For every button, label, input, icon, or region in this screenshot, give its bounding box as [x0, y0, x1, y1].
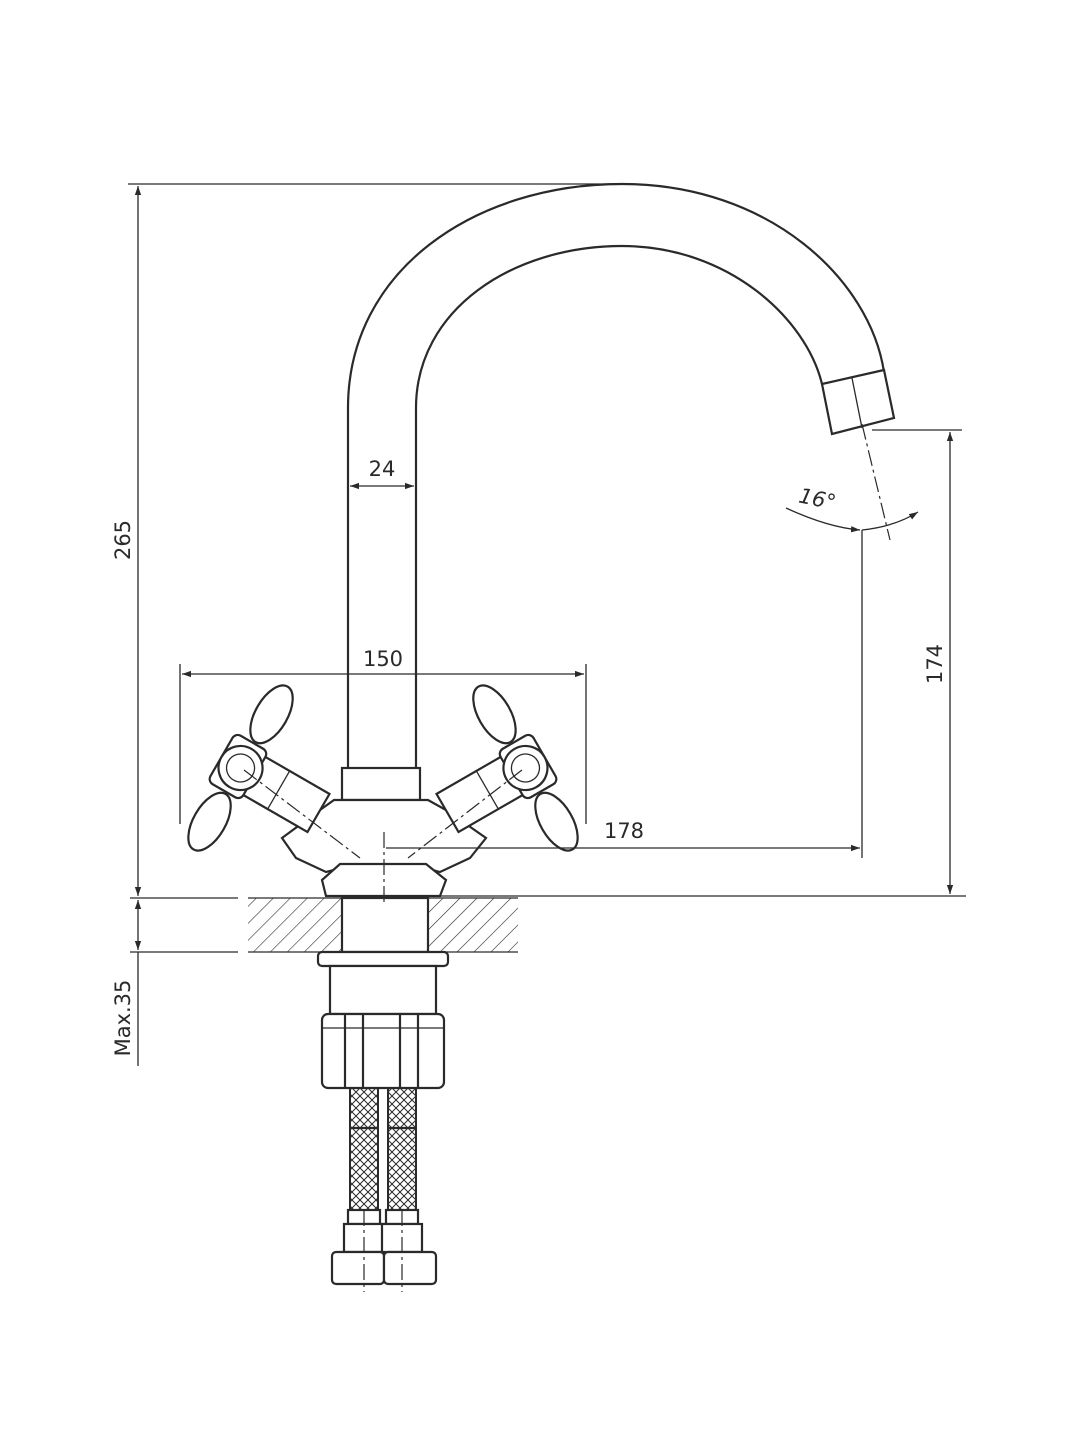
dim-spout-diameter-label: 24: [369, 457, 396, 481]
dim-spout-height: 174: [440, 429, 966, 897]
right-cross-handle: [435, 684, 579, 852]
supply-hose-left: [330, 1087, 386, 1286]
dim-spout-reach-label: 178: [604, 819, 644, 843]
dim-counter-thickness: Max.35: [111, 900, 142, 1066]
dim-total-height-label: 265: [111, 520, 135, 560]
dim-spout-diameter: 24: [350, 457, 414, 490]
left-cross-handle: [187, 684, 331, 852]
aerator: [820, 368, 896, 436]
dim-handle-span: 150: [179, 647, 587, 824]
center-lines: [243, 423, 891, 906]
dim-spout-angle-label: 16°: [797, 484, 838, 515]
spout: [346, 182, 886, 768]
dim-spout-angle: 16°: [785, 484, 919, 533]
countertop-section: [130, 897, 518, 953]
dim-total-height: 265: [111, 183, 622, 896]
supply-hose-right: [380, 1087, 438, 1286]
mounting-shank: [316, 896, 450, 1090]
dim-spout-reach: 178: [386, 530, 863, 858]
dim-handle-span-label: 150: [363, 647, 403, 671]
dim-spout-height-label: 174: [923, 644, 947, 684]
dim-counter-thickness-label: Max.35: [111, 980, 135, 1057]
